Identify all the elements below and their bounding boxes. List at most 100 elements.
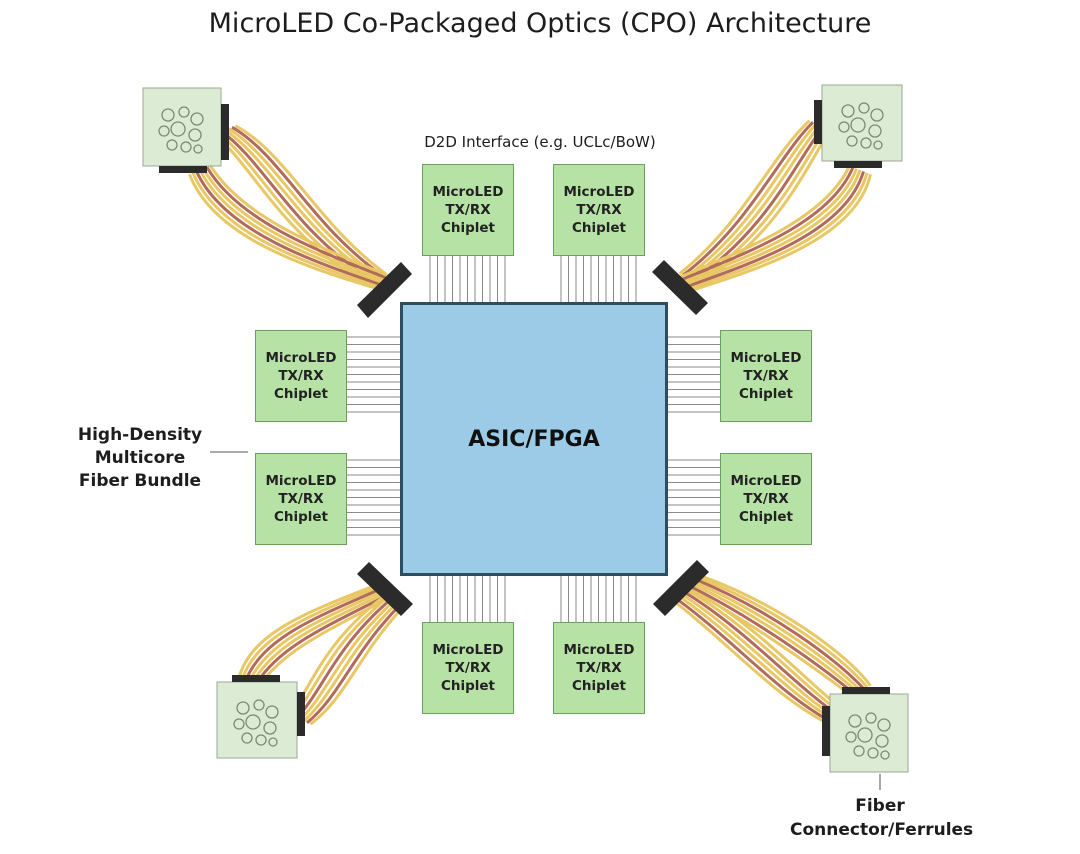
fiber-strand: [678, 119, 811, 275]
fiber-strand: [696, 575, 869, 689]
fiber-core-circle: [841, 104, 855, 118]
fiber-core-circle: [870, 108, 884, 122]
fiber-core-circle: [161, 108, 175, 122]
fiber-strand: [245, 587, 383, 680]
fiber-strand: [685, 122, 818, 278]
fiber-core-circle: [180, 141, 192, 153]
fiber-strand: [259, 592, 397, 686]
fiber-strand: [295, 597, 393, 720]
chiplet-line2: TX/RX: [743, 368, 789, 384]
fiber-core-circle: [867, 747, 879, 759]
fiber-strand: [692, 577, 865, 690]
ferrule-bar: [357, 262, 412, 318]
fiber-strand: [685, 580, 858, 693]
connector-bar: [232, 675, 280, 682]
fiber-core-circle: [170, 121, 186, 137]
fiber-strand: [234, 124, 387, 276]
ferrule-bar: [653, 560, 709, 616]
fiber-strand: [689, 578, 862, 692]
fiber-strand: [678, 170, 865, 291]
fiber-strand: [682, 581, 854, 694]
fiber-bundles: [188, 119, 872, 726]
fiber-core-circle: [253, 699, 265, 711]
connector-bar: [159, 166, 207, 173]
fiber-strand: [255, 591, 393, 684]
multicore-connector: [822, 687, 909, 773]
fiber-bundle-label: High-Density Multicore Fiber Bundle: [60, 424, 220, 493]
fiber-bundle-label-line: High-Density: [77, 425, 203, 445]
chiplet-line2: TX/RX: [576, 202, 622, 218]
fiber-strand: [231, 125, 383, 277]
connector-bar: [834, 161, 882, 168]
fiber-strand: [209, 164, 402, 283]
fiber-connector-label-line: Connector/Ferrules: [790, 820, 974, 840]
fiber-strand: [682, 121, 815, 277]
fiber-core-circle: [845, 731, 857, 743]
chiplet-line2: TX/RX: [278, 491, 324, 507]
connector-body: [216, 681, 298, 759]
fiber-core-circle: [875, 734, 889, 748]
fiber-strand: [241, 585, 379, 678]
chiplet-line1: MicroLED: [563, 184, 635, 200]
connector-bar: [221, 104, 229, 160]
fiber-strand: [302, 600, 400, 723]
connector-bar: [822, 706, 830, 756]
multicore-connector: [142, 87, 229, 173]
asic-fpga-die: ASIC/FPGA: [400, 302, 668, 576]
fiber-core-circle: [193, 144, 203, 154]
fiber-strand: [202, 167, 395, 286]
diagram-title: MicroLED Co-Packaged Optics (CPO) Archit…: [208, 8, 872, 39]
chiplet-line2: TX/RX: [576, 660, 622, 676]
fiber-connector-label: Fiber Connector/Ferrules: [790, 794, 974, 842]
fiber-strand: [191, 172, 384, 290]
fiber-core-circle: [268, 737, 278, 747]
fiber-strand: [699, 574, 872, 687]
d2d-pin-lines: [347, 256, 720, 622]
connector-body: [821, 84, 903, 162]
chiplet-line2: TX/RX: [743, 491, 789, 507]
fiber-core-circle: [166, 139, 178, 151]
ferrule-bar: [357, 562, 413, 616]
fiber-strand: [306, 601, 404, 724]
fiber-core-circle: [265, 705, 279, 719]
fiber-strand: [663, 165, 851, 286]
fiber-strand: [188, 173, 380, 291]
fiber-strand: [678, 582, 851, 696]
chiplet-line1: MicroLED: [563, 642, 635, 658]
multicore-connector: [216, 675, 305, 759]
fiber-strand: [238, 584, 376, 677]
fiber-core-circle: [853, 745, 865, 757]
fiber-core-circle: [233, 718, 245, 730]
fiber-connector-label-line: Fiber: [855, 796, 905, 816]
fiber-strand: [670, 168, 858, 288]
chiplet-line3: Chiplet: [571, 678, 627, 694]
d2d-interface-label: D2D Interface (e.g. UCLc/BoW): [424, 133, 656, 151]
chiplet-line1: MicroLED: [432, 642, 504, 658]
fiber-strand: [667, 166, 855, 287]
chiplet-line3: Chiplet: [440, 678, 496, 694]
fiber-core-circle: [858, 102, 870, 114]
fiber-core-circle: [245, 714, 261, 730]
fiber-connectors: [142, 84, 909, 773]
fiber-core-circle: [848, 714, 862, 728]
asic-label: ASIC/FPGA: [468, 426, 600, 452]
ferrule-bar: [652, 260, 708, 315]
fiber-core-circle: [860, 137, 872, 149]
chiplet-bottom-left: MicroLED TX/RX Chiplet: [422, 622, 514, 714]
fiber-strand: [205, 166, 398, 284]
chiplet-line3: Chiplet: [273, 509, 329, 525]
chiplet-line2: TX/RX: [445, 660, 491, 676]
fiber-strand: [227, 127, 380, 278]
connector-body: [142, 87, 222, 167]
fiber-core-circle: [263, 721, 277, 735]
fiber-strand: [667, 591, 834, 725]
connector-bar: [842, 687, 890, 694]
fiber-core-circle: [865, 712, 877, 724]
